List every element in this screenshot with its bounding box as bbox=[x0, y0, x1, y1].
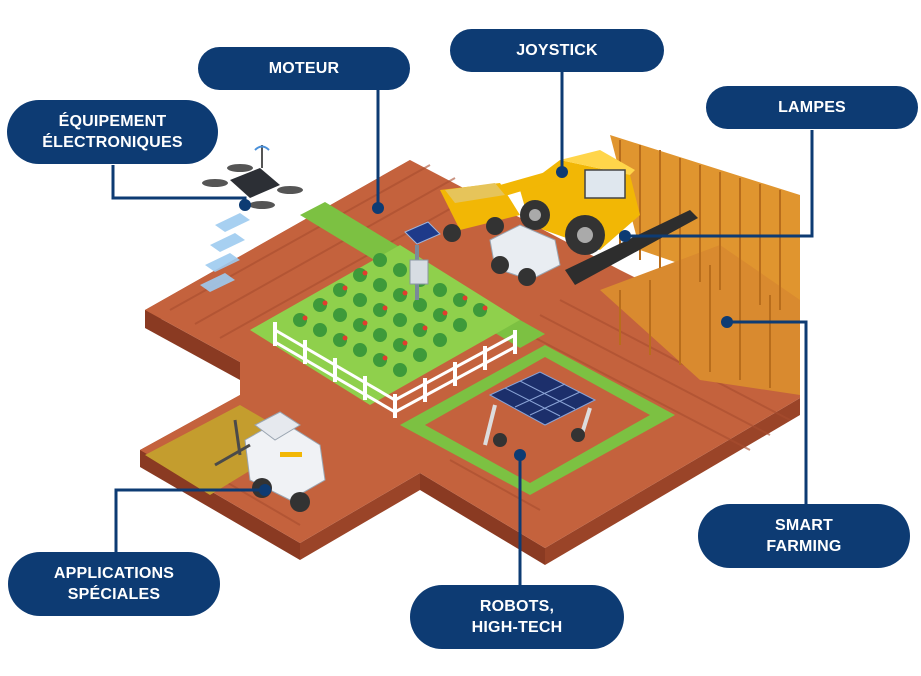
solar-field-robot bbox=[483, 371, 597, 447]
label-joystick-text: JOYSTICK bbox=[516, 42, 598, 59]
label-applications-speciales: APPLICATIONS SPÉCIALES bbox=[8, 552, 220, 616]
label-robots-line2: HIGH-TECH bbox=[471, 619, 563, 636]
label-lampes: LAMPES bbox=[706, 86, 918, 129]
label-lampes-text: LAMPES bbox=[778, 99, 846, 116]
label-joystick: JOYSTICK bbox=[450, 29, 664, 72]
callout-lines bbox=[111, 72, 814, 588]
vegetable-garden bbox=[273, 221, 517, 418]
label-applications-line2: SPÉCIALES bbox=[67, 586, 161, 603]
callout-dots bbox=[239, 166, 733, 496]
label-equipement-line1: ÉQUIPEMENT bbox=[58, 113, 167, 130]
label-smart-farming-line1: SMART bbox=[775, 517, 833, 534]
label-equipement-line2: ÉLECTRONIQUES bbox=[42, 134, 183, 151]
cultivator-robot bbox=[145, 405, 326, 512]
combine-harvester bbox=[440, 150, 698, 286]
label-smart-farming: SMART FARMING bbox=[698, 504, 910, 568]
label-equipement-electroniques: ÉQUIPEMENT ÉLECTRONIQUES bbox=[7, 100, 218, 164]
label-applications-line1: APPLICATIONS bbox=[53, 565, 175, 582]
label-moteur-text: MOTEUR bbox=[268, 60, 340, 77]
wheat-field bbox=[600, 135, 800, 395]
label-robots-high-tech: ROBOTS, HIGH-TECH bbox=[410, 585, 624, 649]
label-robots-line1: ROBOTS, bbox=[479, 598, 555, 615]
label-moteur: MOTEUR bbox=[198, 47, 410, 90]
drone bbox=[200, 145, 303, 292]
label-smart-farming-line2: FARMING bbox=[766, 538, 842, 555]
